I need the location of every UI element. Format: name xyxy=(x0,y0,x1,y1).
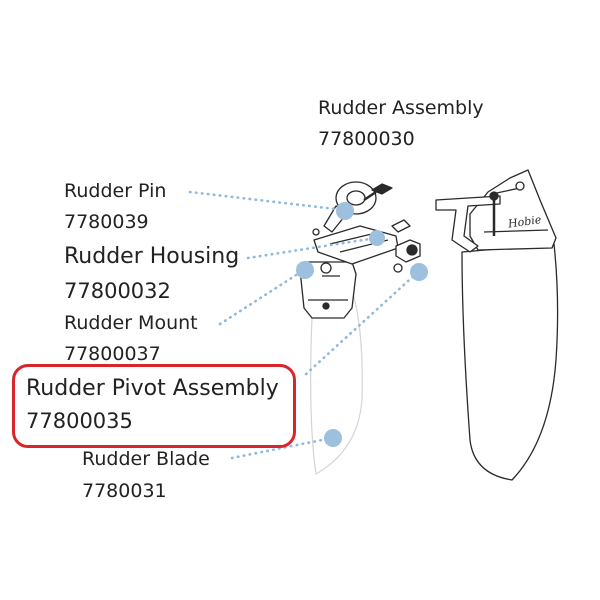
rudder-mount-callout-dot xyxy=(296,261,314,279)
rudder-pivot-assembly-part-number: 77800035 xyxy=(26,409,133,433)
rudder-blade-part-number: 7780031 xyxy=(82,480,167,502)
rudder-pin-part-number: 7780039 xyxy=(64,211,149,233)
callout-lines xyxy=(188,190,420,460)
callout-dots xyxy=(296,202,428,447)
washer-small xyxy=(312,228,320,236)
rudder-blade-callout-line xyxy=(230,436,334,460)
rudder-pin-inner xyxy=(346,190,366,206)
rudder-housing-label: Rudder Housing xyxy=(64,244,240,269)
rudder-housing-callout-dot xyxy=(369,230,385,246)
brand-logo: Hobie xyxy=(506,213,542,231)
rudder-pivot-callout-line xyxy=(304,270,420,376)
top-screw xyxy=(371,183,393,195)
rudder-blade-shape xyxy=(310,289,363,475)
assembled-head-shape xyxy=(469,169,557,251)
assembly-part-number: 77800030 xyxy=(318,128,415,150)
highlight-box xyxy=(12,364,296,448)
rudder-housing-shape xyxy=(313,225,399,265)
rudder-mount-detail xyxy=(308,275,348,301)
rudder-pin-callout-dot xyxy=(336,202,354,220)
rudder-mount-part-number: 77800037 xyxy=(64,343,161,365)
rudder-mount-label: Rudder Mount xyxy=(64,312,198,334)
rudder-pin-label: Rudder Pin xyxy=(64,180,167,202)
top-screw-shaft xyxy=(363,190,377,202)
rudder-mount-shape xyxy=(299,261,357,319)
pivot-nut xyxy=(406,244,418,256)
side-screw xyxy=(391,219,411,233)
tiller-bracket-shape xyxy=(435,195,501,253)
rudder-pivot-callout-dot xyxy=(410,263,428,281)
bracket-knob xyxy=(489,191,499,201)
assembled-rudder-drawing xyxy=(435,169,559,481)
rudder-pin-callout-line xyxy=(188,190,346,212)
rudder-blade-callout-dot xyxy=(324,429,342,447)
rudder-housing-part-number: 77800032 xyxy=(64,279,171,303)
rudder-mount-bolt xyxy=(320,262,332,274)
rudder-mount-callout-line xyxy=(218,268,306,326)
rudder-housing-callout-line xyxy=(246,236,378,260)
pivot-washer xyxy=(393,263,403,273)
rudder-blade-label: Rudder Blade xyxy=(82,448,210,470)
assembled-pivot-bolt xyxy=(515,181,525,191)
rudder-pivot-assembly-label: Rudder Pivot Assembly xyxy=(26,376,279,401)
exploded-rudder-drawing xyxy=(299,181,421,475)
rudder-mount-hole xyxy=(322,302,330,310)
assembly-title: Rudder Assembly xyxy=(318,97,484,119)
assembled-blade-shape xyxy=(461,243,559,481)
